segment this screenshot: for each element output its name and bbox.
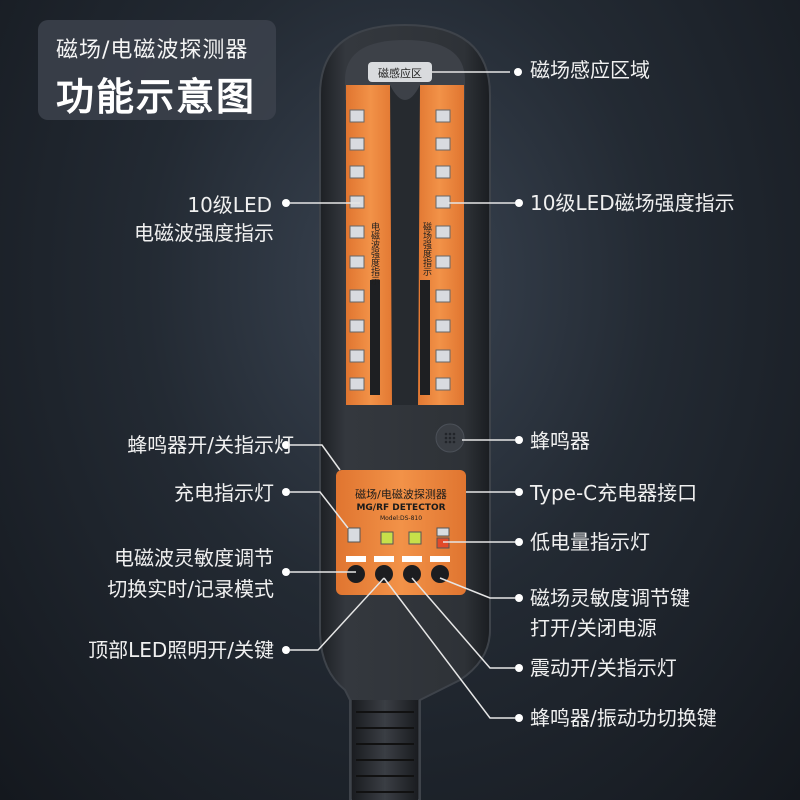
- label-sensor-area: 磁场感应区域: [530, 58, 650, 82]
- label-left-led-line2: 电磁波强度指示: [134, 221, 274, 245]
- title-subtitle: 磁场/电磁波探测器: [56, 38, 249, 63]
- label-buzzer-indicator: 蜂鸣器开/关指示灯: [127, 433, 294, 457]
- right-led-column: [435, 109, 451, 391]
- label-em-sensitivity-line2: 切换实时/记录模式: [107, 577, 274, 601]
- control-panel: [336, 470, 466, 595]
- handle-grip: [352, 700, 418, 800]
- right-strength-wedge: [420, 280, 430, 395]
- left-led-column: [349, 109, 365, 391]
- label-low-battery: 低电量指示灯: [530, 530, 650, 554]
- callout-dots: [282, 68, 523, 722]
- label-right-led: 10级LED磁场强度指示: [530, 191, 735, 215]
- label-mag-sensitivity-line1: 磁场灵敏度调节键: [530, 586, 690, 610]
- label-top-led-switch: 顶部LED照明开/关键: [88, 638, 274, 662]
- left-strip-text: 电磁波强度指示: [369, 221, 380, 285]
- buzzer-indicator-light: [380, 531, 394, 545]
- label-buzzer: 蜂鸣器: [530, 429, 590, 453]
- right-strip-text: 磁场强度指示: [421, 221, 432, 276]
- label-charge-indicator: 充电指示灯: [174, 481, 274, 505]
- top-led-button: [375, 565, 393, 583]
- title-box: 磁场/电磁波探测器 功能示意图: [38, 20, 276, 120]
- sensor-label-box: [368, 62, 432, 82]
- em-sensitivity-button: [347, 565, 365, 583]
- label-em-sensitivity-line1: 电磁波灵敏度调节: [114, 546, 274, 570]
- panel-model: Model:DS-810: [380, 515, 422, 522]
- label-mag-sensitivity-line2: 打开/关闭电源: [530, 616, 657, 640]
- panel-title: 磁场/电磁波探测器: [355, 487, 447, 501]
- charge-indicator-light: [347, 527, 361, 543]
- title-main: 功能示意图: [56, 75, 257, 119]
- label-left-led-line1: 10级LED: [187, 193, 272, 217]
- left-strength-wedge: [370, 280, 380, 395]
- label-vibration-indicator: 震动开/关指示灯: [530, 656, 677, 680]
- vibration-indicator-light: [408, 531, 422, 545]
- buzzer-vibration-button: [403, 565, 421, 583]
- sensor-label: 磁感应区: [378, 66, 422, 80]
- callout-lines: [290, 71, 515, 719]
- mag-sensitivity-button: [431, 565, 449, 583]
- low-battery-indicator-light: [436, 537, 450, 549]
- panel-subtitle: MG/RF DETECTOR: [356, 503, 445, 513]
- label-buzzer-vibration-switch: 蜂鸣器/振动功切换键: [530, 706, 717, 730]
- label-typec-port: Type-C充电器接口: [530, 481, 698, 505]
